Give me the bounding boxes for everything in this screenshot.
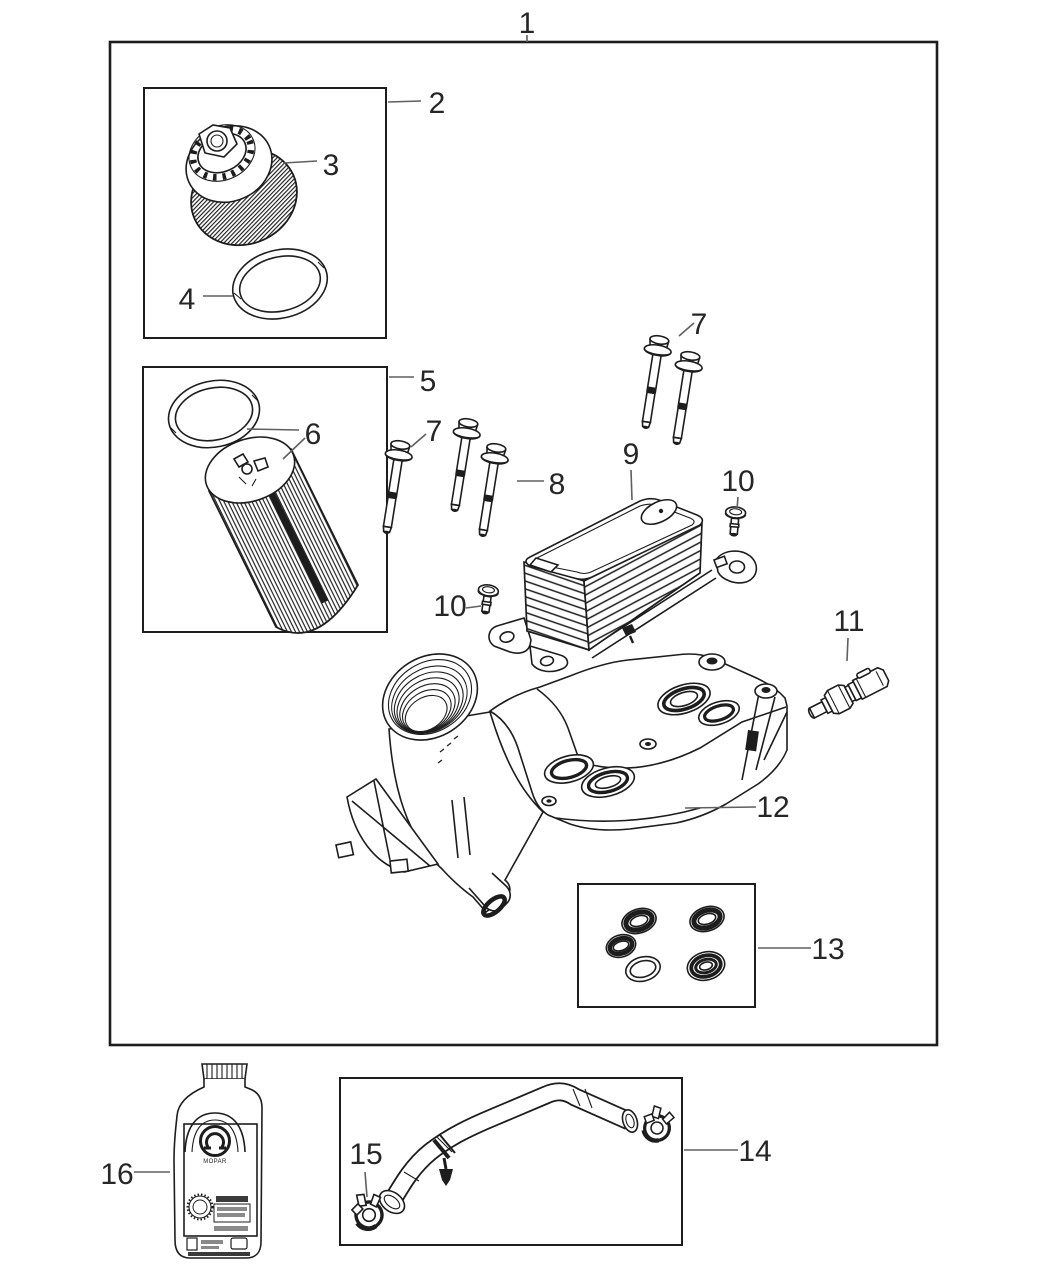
seal-dark-1 — [621, 907, 657, 935]
callout-9: 9 — [623, 438, 640, 471]
callout-10-upper: 10 — [721, 465, 754, 498]
filter-cap-kit-frame — [143, 87, 387, 339]
callout-2: 2 — [429, 87, 446, 120]
callout-7-right: 7 — [691, 308, 708, 341]
bottle-brand-text: MOPAR — [203, 1159, 227, 1165]
oil-bottle: MOPAR — [173, 1063, 263, 1259]
callout-5: 5 — [420, 365, 437, 398]
callout-1: 1 — [519, 7, 536, 40]
callout-14: 14 — [738, 1135, 771, 1168]
callout-7-left: 7 — [426, 415, 443, 448]
callout-11: 11 — [833, 605, 864, 638]
callout-3: 3 — [323, 149, 340, 182]
seal-kit-seals — [605, 905, 726, 983]
callout-6: 6 — [305, 418, 322, 451]
seal-dark-2 — [689, 905, 725, 933]
seal-grooved — [686, 950, 726, 982]
oil-filter-cap — [185, 124, 298, 247]
oil-cooler-bracket — [488, 550, 758, 673]
oil-filter-housing — [335, 653, 788, 918]
filter-o-ring — [167, 379, 261, 449]
seal-dark-3 — [605, 933, 637, 959]
main-assembly-frame — [108, 40, 939, 1047]
leader-lines — [134, 35, 849, 1198]
callout-12: 12 — [756, 791, 789, 824]
callout-4: 4 — [179, 283, 196, 316]
callout-8: 8 — [549, 468, 566, 501]
oil-pressure-sensor — [807, 666, 890, 719]
callout-labels: 1 2 3 4 5 6 7 8 7 9 10 10 11 12 13 14 15… — [100, 7, 864, 1191]
callout-10-lower: 10 — [433, 590, 466, 623]
callout-15: 15 — [349, 1138, 382, 1171]
callout-16: 16 — [100, 1158, 133, 1191]
seal-oring-light — [625, 955, 661, 983]
seal-kit-frame — [577, 883, 756, 1008]
oil-cooler-hose — [378, 1082, 639, 1215]
hose-kit-frame — [339, 1077, 683, 1246]
oil-cooler — [523, 497, 704, 652]
hose-retainer-clip — [432, 1134, 456, 1186]
callout-13: 13 — [811, 933, 844, 966]
oil-filter-element — [204, 436, 359, 634]
cap-o-ring — [231, 248, 329, 320]
